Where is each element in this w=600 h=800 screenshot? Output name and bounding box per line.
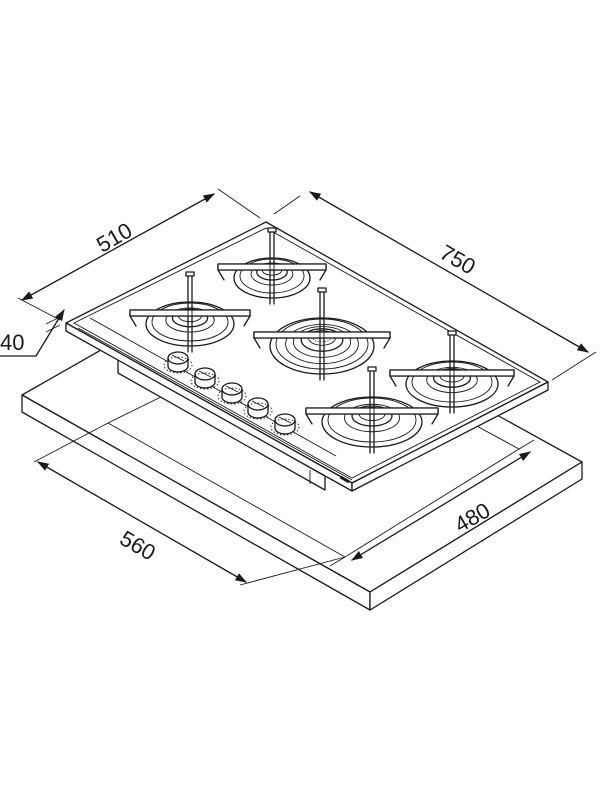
control-knob — [243, 397, 273, 420]
control-knob — [270, 413, 300, 436]
dimension-40: 40 — [0, 309, 65, 357]
dim-label-40: 40 — [0, 330, 24, 355]
control-knob — [163, 351, 193, 374]
burner — [129, 271, 251, 353]
control-knob — [217, 382, 247, 405]
dim-label-750: 750 — [436, 239, 480, 279]
control-knobs — [163, 351, 300, 436]
dim-label-560: 560 — [116, 525, 160, 565]
burner — [389, 330, 515, 414]
burner — [305, 366, 439, 454]
control-knob — [190, 367, 220, 390]
dim-label-510: 510 — [92, 217, 136, 257]
